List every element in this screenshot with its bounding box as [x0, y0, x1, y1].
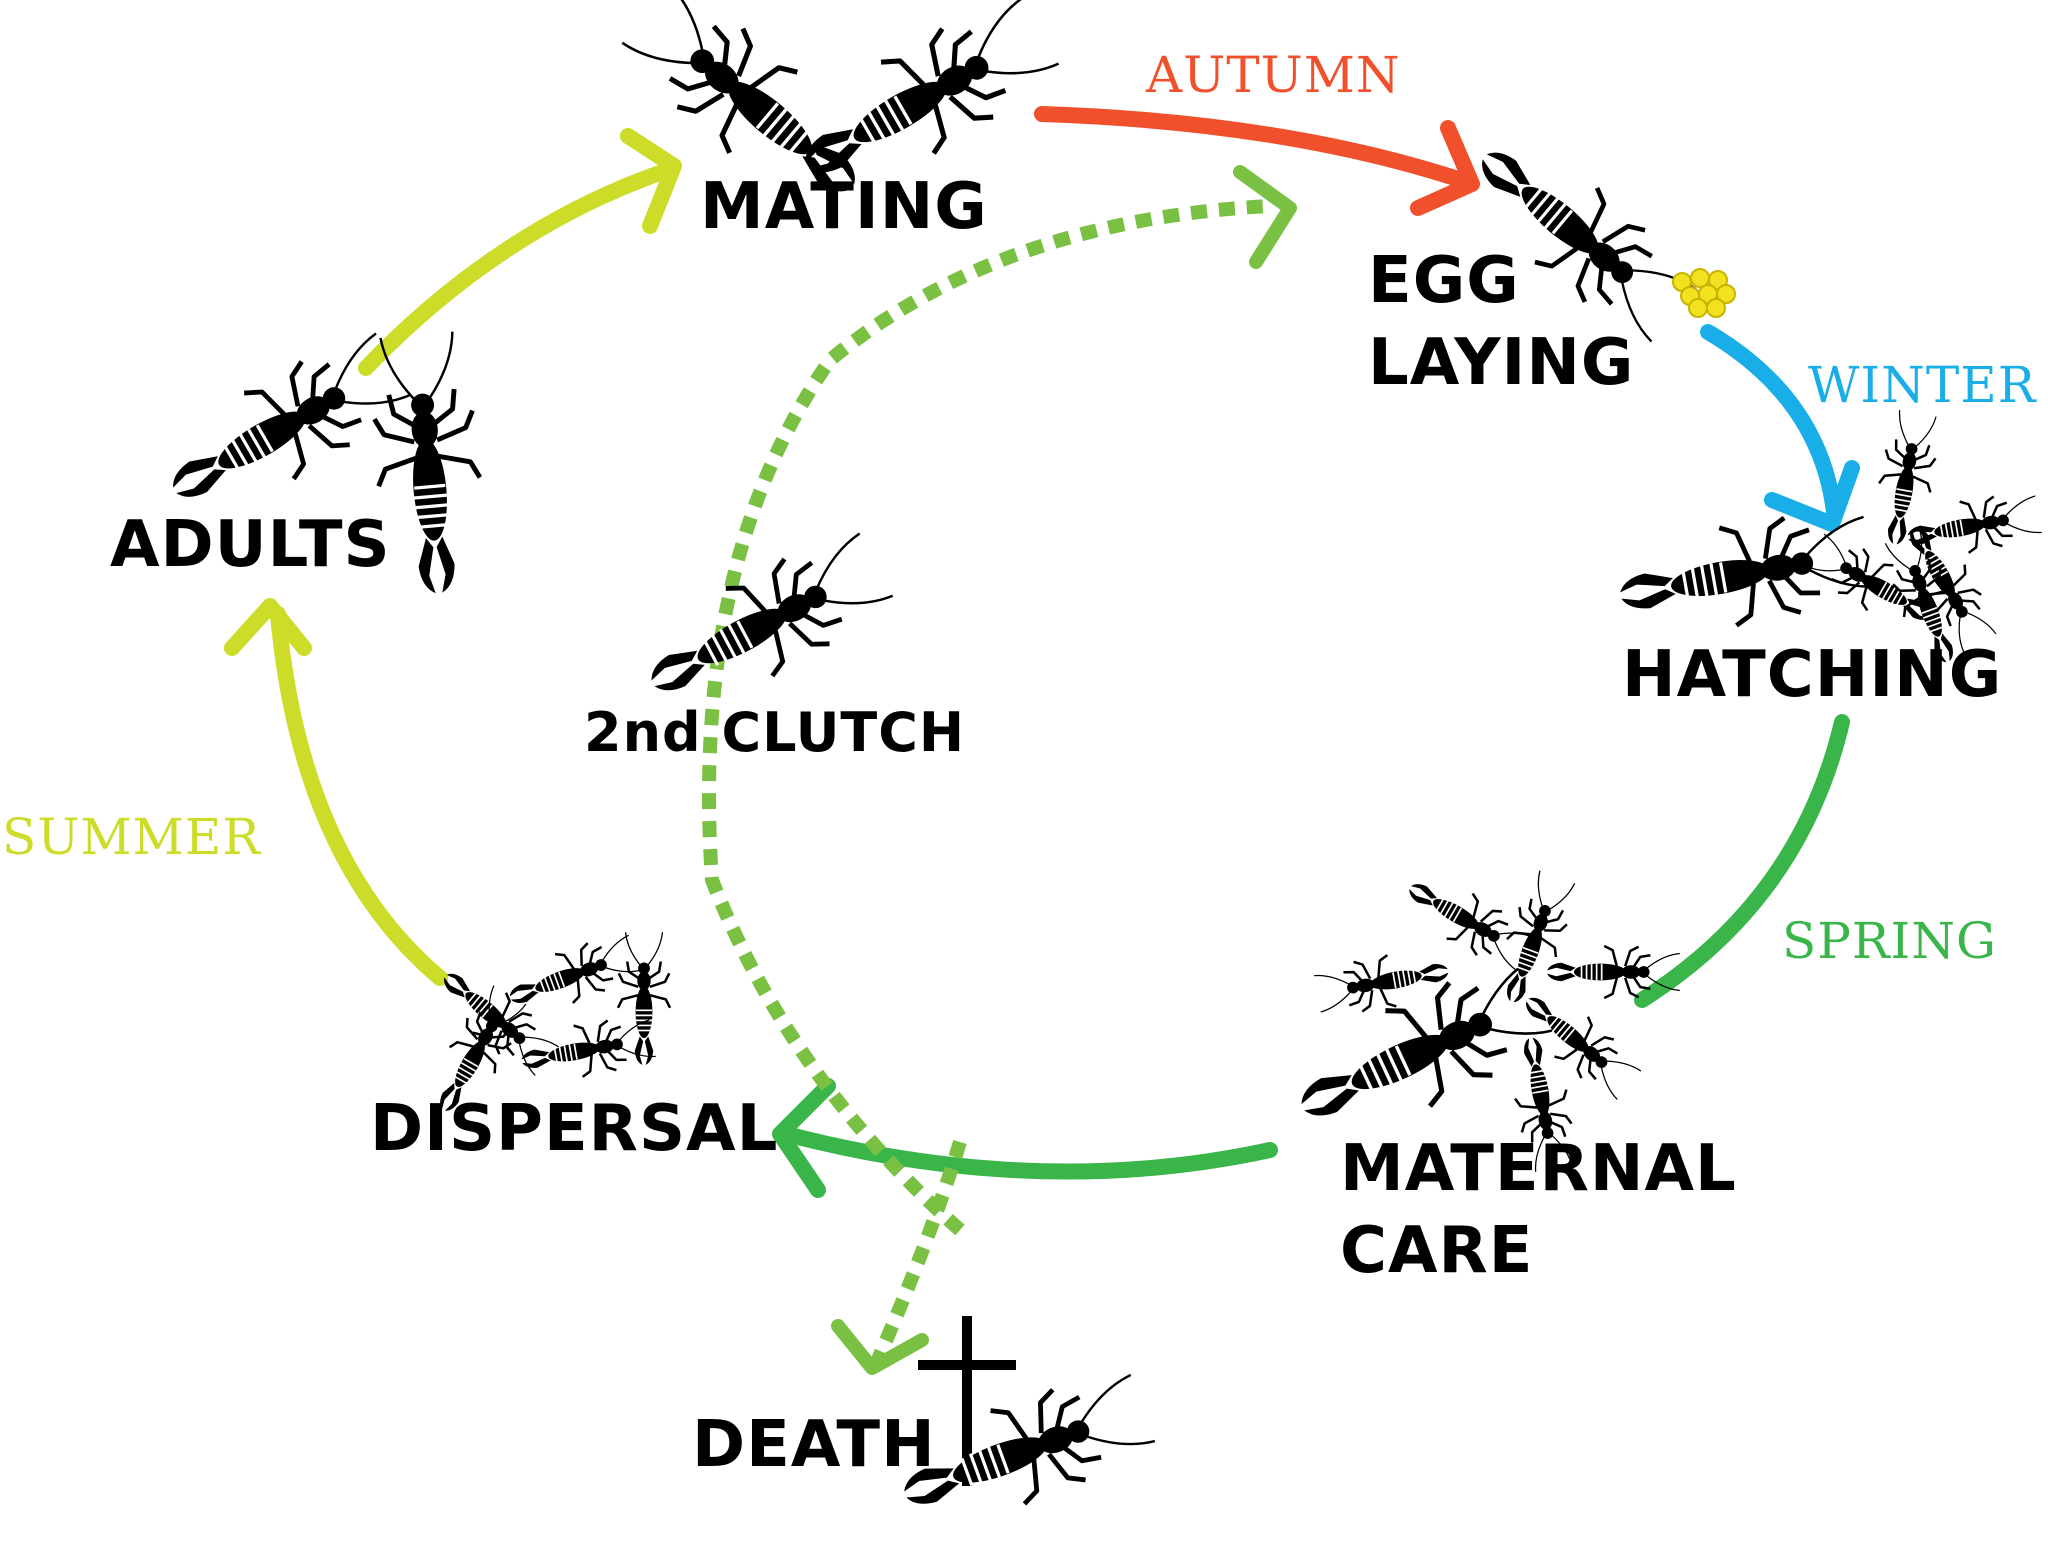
death-cross-icon	[918, 1316, 1016, 1486]
stage-label-dispersal: DISPERSAL	[370, 1092, 779, 1166]
season-label-spring: SPRING	[1782, 912, 1997, 970]
spring-arrow	[1634, 714, 1850, 1008]
season-label-winter: WINTER	[1808, 356, 2037, 414]
summer-arrow	[270, 606, 448, 986]
summer-arrowhead	[224, 598, 312, 656]
autumn-arrowhead	[1410, 120, 1480, 216]
egg-laying-line-1: EGG	[1368, 244, 1520, 318]
stage-label-hatching: HATCHING	[1622, 638, 2003, 712]
stage-label-maternal-care: MATERNAL CARE	[1340, 1128, 1737, 1292]
egg-laying-line-2: LAYING	[1368, 326, 1635, 400]
winter-arrowhead	[1764, 460, 1860, 532]
season-label-autumn: AUTUMN	[1146, 46, 1401, 104]
season-label-summer: SUMMER	[2, 808, 261, 866]
stage-label-egg-laying: EGG LAYING	[1368, 240, 1634, 404]
stage-label-adults: ADULTS	[110, 508, 391, 582]
stage-label-second-clutch: 2nd CLUTCH	[584, 701, 966, 764]
care-to-dispersal-arrow	[778, 1126, 1278, 1180]
stage-label-death: DEATH	[692, 1408, 936, 1482]
death-branch-dashed	[869, 1139, 967, 1367]
second-clutch-loop-dashed	[702, 199, 1271, 1236]
hatching-earwigs-illustration	[1612, 409, 2043, 671]
death-arrowhead	[831, 1319, 929, 1375]
winter-arrow	[1700, 324, 1842, 520]
maternal-care-line-2: CARE	[1340, 1214, 1534, 1288]
maternal-care-line-1: MATERNAL	[1340, 1132, 1737, 1206]
egg-cluster-icon	[1672, 268, 1736, 318]
second-clutch-arrowhead	[1233, 165, 1297, 269]
autumn-arrow	[1034, 106, 1463, 186]
stage-label-mating: MATING	[700, 170, 988, 244]
adults-to-mating-arrow	[358, 162, 676, 376]
mating-arrowhead	[620, 128, 682, 234]
maternal-care-earwigs-illustration	[1281, 865, 1680, 1173]
dispersal-arrowhead	[772, 1078, 836, 1198]
